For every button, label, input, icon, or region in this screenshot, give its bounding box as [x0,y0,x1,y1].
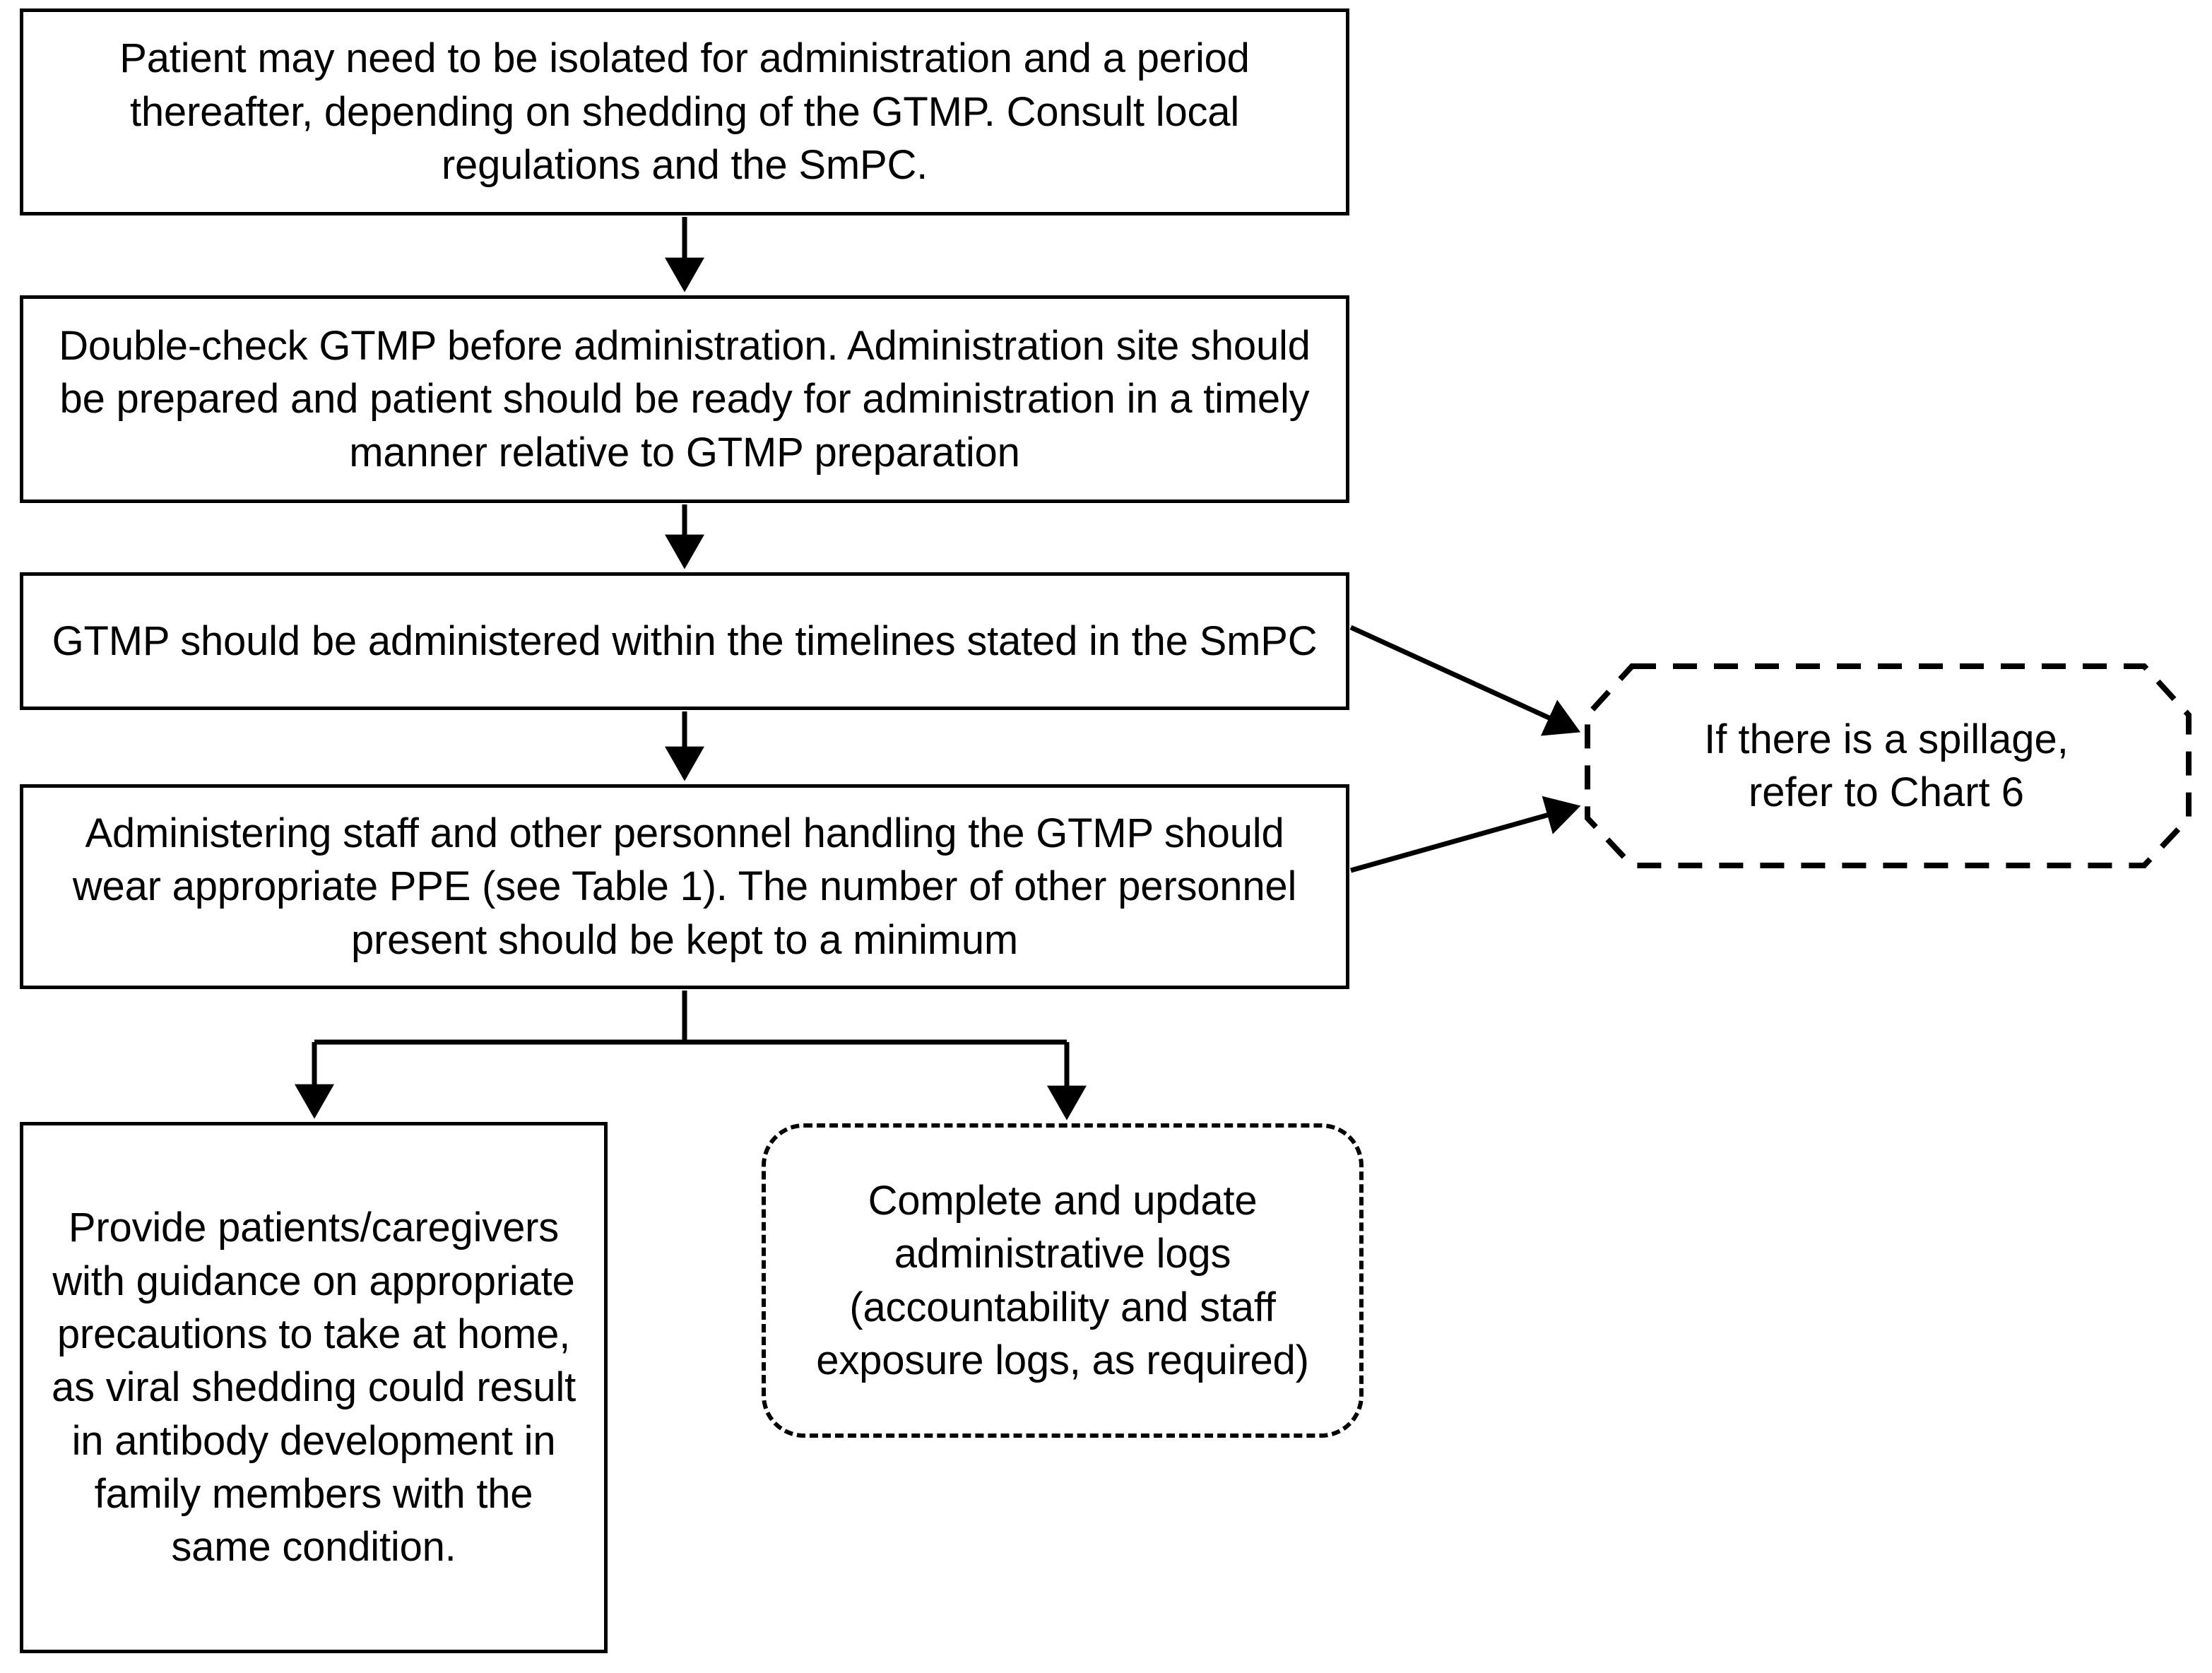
node-double-check[interactable]: Double-check GTMP before administration.… [20,295,1349,503]
node-guidance[interactable]: Provide patients/caregivers with guidanc… [20,1122,608,1653]
node-guidance-text: Provide patients/caregivers with guidanc… [52,1205,576,1571]
edge-ppe-branch [295,991,1087,1121]
node-ppe-text: Administering staff and other personnel … [72,810,1297,963]
node-ppe[interactable]: Administering staff and other personnel … [20,784,1349,989]
node-isolation[interactable]: Patient may need to be isolated for admi… [20,8,1349,215]
node-double-check-text: Double-check GTMP before administration.… [59,322,1311,475]
node-spillage[interactable]: If there is a spillage, refer to Chart 6 [1625,666,2148,865]
node-timelines[interactable]: GTMP should be administered within the t… [20,572,1349,710]
edge-timelines-to-spillage [1349,625,1581,736]
node-isolation-text: Patient may need to be isolated for admi… [119,35,1250,189]
edge-ppe-to-spillage [1350,796,1581,873]
node-spillage-text: If there is a spillage, refer to Chart 6 [1704,716,2069,815]
node-admin-logs[interactable]: Complete and update administrative logs … [762,1123,1364,1438]
node-timelines-text: GTMP should be administered within the t… [52,617,1318,664]
node-admin-logs-text: Complete and update administrative logs … [816,1177,1309,1383]
